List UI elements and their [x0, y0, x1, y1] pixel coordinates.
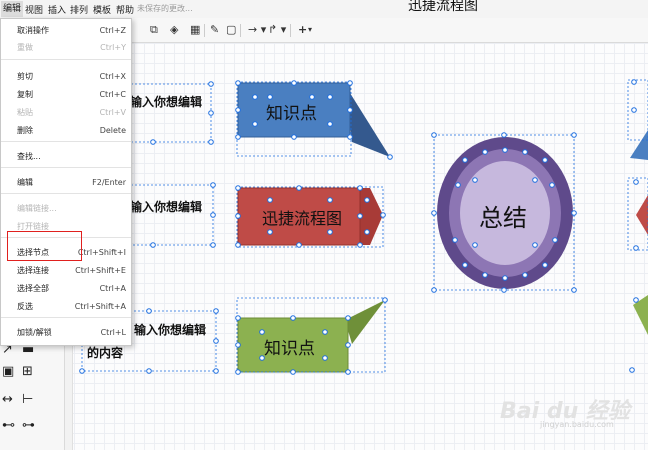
edit-menu-item-shortcut: Ctrl+L [100, 328, 126, 337]
edit-menu-item[interactable]: 复制 Ctrl+C [1, 87, 131, 103]
shape-label-knowledge-2[interactable]: 知识点 [264, 339, 315, 359]
toolbar: ⧉ ◈ ▦ ✎ ▢ → ▾ ↱ ▾ + ▾ [128, 18, 648, 43]
edit-menu-item-shortcut: Ctrl+A [99, 284, 126, 293]
edit-menu-item[interactable]: 加锁/解锁 Ctrl+L [1, 325, 131, 341]
edit-menu-item-label: 打开链接 [17, 222, 49, 231]
edit-menu-item-shortcut: Ctrl+V [99, 108, 126, 117]
note-shape-icon[interactable]: ↗ [2, 342, 13, 357]
edit-menu-item-label: 删除 [17, 126, 33, 135]
menu-separator [1, 193, 131, 194]
document-title: 迅捷流程图 [408, 0, 478, 14]
edit-menu-item: 重做 Ctrl+Y [1, 40, 131, 56]
shape-library-panel: ↗ ▬ ▣ ⊞ ↔ ⊢ ⊷ ⊶ [0, 340, 65, 450]
edit-menu-item-shortcut: Ctrl+X [99, 72, 126, 81]
line-shape-icon[interactable]: ↔ [2, 392, 13, 407]
menu-separator [1, 141, 131, 142]
fill-color-icon[interactable]: ◈ [170, 23, 179, 36]
add-dropdown-icon[interactable]: ▾ [308, 25, 313, 34]
edit-menu-item: 编辑链接... [1, 201, 131, 217]
line-color-icon[interactable]: ✎ [210, 23, 220, 36]
edit-menu-item-label: 选择连接 [17, 266, 49, 275]
edit-menu-item-shortcut: Ctrl+Shift+I [77, 248, 126, 257]
menubar: 编辑 视图 插入 排列 模板 帮助 未保存的更改... [0, 0, 648, 19]
text-note-3[interactable]: 输入你想编辑 [134, 323, 207, 337]
menu-template[interactable]: 模板 [93, 6, 112, 16]
menu-insert[interactable]: 插入 [48, 6, 67, 16]
edit-menu-item[interactable]: 编辑 F2/Enter [1, 175, 131, 191]
menu-separator [1, 237, 131, 238]
edit-menu-item-label: 重做 [17, 43, 33, 52]
menu-separator [1, 59, 131, 60]
edit-menu-item-label: 选择全部 [17, 284, 49, 293]
connector2-shape-icon[interactable]: ⊶ [22, 418, 35, 433]
highlight-select-nodes [7, 231, 82, 261]
edit-menu-item: 粘贴 Ctrl+V [1, 105, 131, 121]
text-note-2[interactable]: 输入你想编辑 [130, 200, 203, 214]
edit-menu-item-label: 取消操作 [17, 26, 49, 35]
edit-menu-item-shortcut: Delete [99, 126, 126, 135]
text-note-3b[interactable]: 的内容 [87, 346, 124, 360]
watermark-url: jingyan.baidu.com [540, 420, 614, 429]
edit-menu-item-shortcut: F2/Enter [92, 178, 126, 187]
dash-shape-icon[interactable]: ⊢ [22, 392, 34, 407]
shadow-icon[interactable]: ▢ [226, 23, 237, 36]
connection-style-icon[interactable]: → ▾ [248, 23, 267, 36]
menu-view[interactable]: 视图 [25, 6, 44, 16]
add-button[interactable]: + [298, 23, 308, 36]
edit-menu-item-label: 剪切 [17, 72, 33, 81]
cards-shape-icon[interactable]: ▣ [2, 364, 15, 379]
edit-menu-item-label: 加锁/解锁 [17, 328, 52, 337]
shape-label-summary[interactable]: 总结 [479, 204, 527, 232]
edit-menu-item[interactable]: 选择连接 Ctrl+Shift+E [1, 263, 131, 279]
connector-shape-icon[interactable]: ⊷ [2, 418, 15, 433]
edit-menu-item[interactable]: 反选 Ctrl+Shift+A [1, 299, 131, 315]
edit-menu-item-shortcut: Ctrl+Shift+A [74, 302, 126, 311]
unsaved-notice: 未保存的更改... [137, 4, 193, 13]
edit-menu-item[interactable]: 查找... [1, 149, 131, 165]
edit-menu-dropdown: 取消操作 Ctrl+Z 重做 Ctrl+Y 剪切 Ctrl+X 复制 Ctrl+C 粘贴 Ctrl… [0, 18, 132, 346]
menu-edit[interactable]: 编辑 [1, 1, 24, 17]
edit-menu-item: 打开链接 [1, 219, 131, 235]
edit-menu-item[interactable]: 选择全部 Ctrl+A [1, 281, 131, 297]
text-note-1[interactable]: 输入你想编辑 [130, 95, 203, 109]
edit-menu-item-shortcut: Ctrl+Y [100, 43, 126, 52]
edit-menu-item[interactable]: 选择节点 Ctrl+Shift+I [1, 245, 131, 261]
edit-menu-item[interactable]: 删除 Delete [1, 123, 131, 139]
to-front-icon[interactable]: ⧉ [150, 23, 158, 36]
edit-menu-item-label: 粘贴 [17, 108, 33, 117]
edit-menu-item-label: 查找... [17, 152, 41, 161]
edit-menu-item-shortcut: Ctrl+Shift+E [75, 266, 126, 275]
menu-arrange[interactable]: 排列 [70, 6, 89, 16]
edit-menu-item[interactable]: 取消操作 Ctrl+Z [1, 23, 131, 39]
edit-menu-item-label: 选择节点 [17, 248, 49, 257]
edit-menu-item-label: 复制 [17, 90, 33, 99]
edit-menu-item-label: 反选 [17, 302, 33, 311]
edit-menu-item-shortcut: Ctrl+Z [99, 26, 126, 35]
edit-menu-item[interactable]: 剪切 Ctrl+X [1, 69, 131, 85]
edit-menu-item-label: 编辑链接... [17, 204, 57, 213]
format-icon[interactable]: ▦ [190, 23, 201, 36]
watermark-logo: Bai du 经验 [500, 399, 630, 424]
edit-menu-item-shortcut: Ctrl+C [99, 90, 126, 99]
menu-help[interactable]: 帮助 [116, 6, 135, 16]
menu-separator [1, 167, 131, 168]
shape-label-xunjie[interactable]: 迅捷流程图 [262, 209, 343, 228]
waypoint-icon[interactable]: ↱ ▾ [268, 23, 287, 36]
shape-label-knowledge-1[interactable]: 知识点 [266, 104, 317, 124]
edit-menu-item-label: 编辑 [17, 178, 33, 187]
table-shape-icon[interactable]: ⊞ [22, 364, 33, 379]
menu-separator [1, 317, 131, 318]
